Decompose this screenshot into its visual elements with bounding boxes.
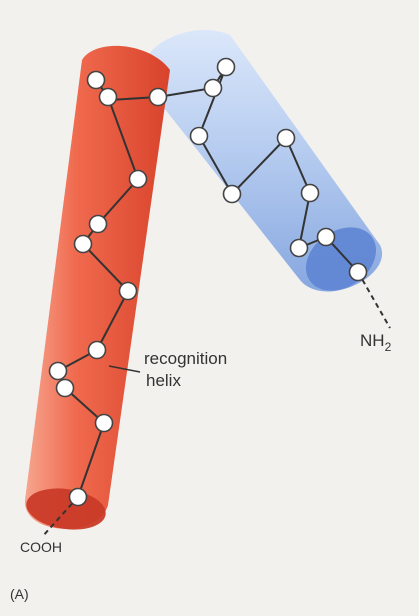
atom [120,283,137,300]
red-helix-cylinder [24,46,170,534]
atom [278,130,295,147]
n-terminus-dashed-bond [358,272,390,328]
atom [318,229,335,246]
atom [75,236,92,253]
atom [50,363,67,380]
atom [130,171,147,188]
atom [89,342,106,359]
atom [291,240,308,257]
atom [88,72,105,89]
atom [96,415,113,432]
atom [350,264,367,281]
atom [70,489,87,506]
atom [57,380,74,397]
atom [191,128,208,145]
c-terminus-label: COOH [20,539,62,555]
n-terminus-label-subscript: 2 [385,340,392,354]
recognition-helix-label-line1: recognition [144,349,227,368]
atom [224,186,241,203]
n-terminus-label: NH2 [360,331,392,354]
panel-label: (A) [10,586,29,602]
atom [302,185,319,202]
atom [90,216,107,233]
recognition-helix-label-line2: helix [146,371,181,390]
atom [150,89,167,106]
atom [100,89,117,106]
atom [218,59,235,76]
atom [205,80,222,97]
n-terminus-label-main: NH [360,331,385,350]
